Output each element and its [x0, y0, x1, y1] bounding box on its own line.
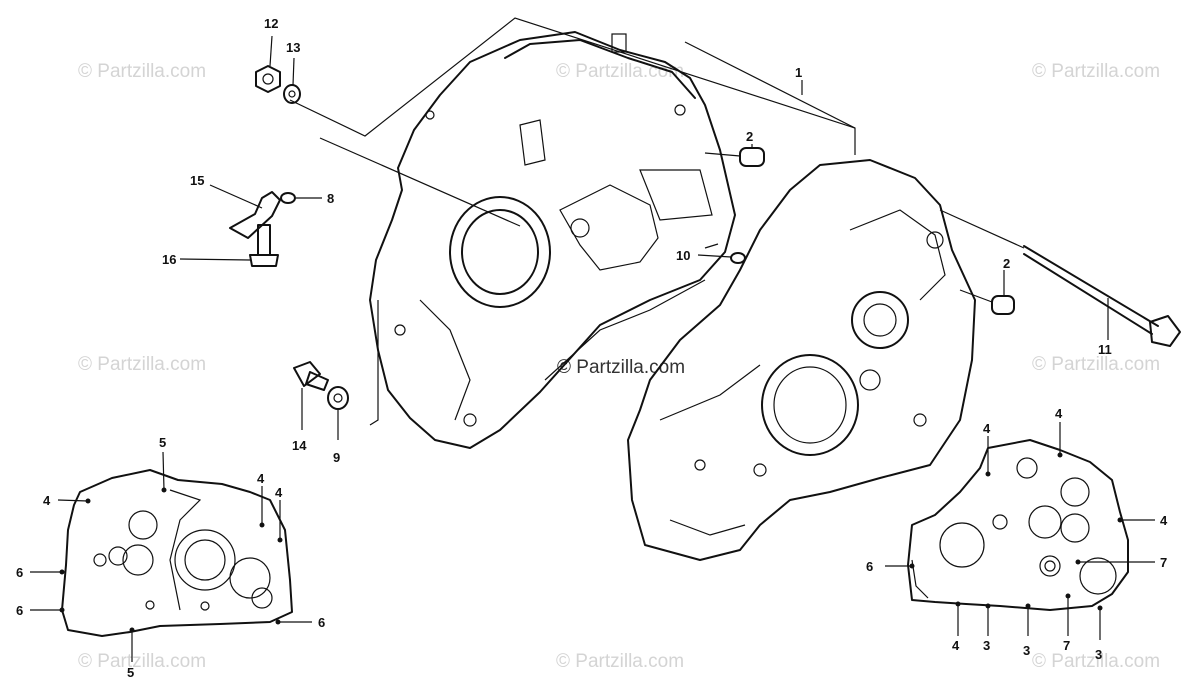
washer-13 — [283, 57, 301, 104]
bolt-16 — [179, 224, 279, 267]
left-crankcase-half — [369, 31, 736, 449]
callout-2-upper: 2 — [746, 129, 753, 144]
watermark-center: © Partzilla.com — [557, 357, 685, 378]
watermark-top-center: © Partzilla.com — [556, 61, 684, 82]
o-ring-8 — [280, 192, 322, 204]
right-crankcase-gasket — [907, 439, 1129, 611]
watermark-top-right: © Partzilla.com — [1032, 61, 1160, 82]
callout-labels: 1 2 2 12 13 15 8 16 10 11 14 9 5 4 4 4 6… — [16, 16, 1168, 680]
callout-3-mid: 3 — [1023, 643, 1030, 658]
callout-7-bottom: 7 — [1063, 638, 1070, 653]
watermark-mid-right: © Partzilla.com — [1032, 354, 1160, 375]
callout-6-upper-left: 6 — [16, 565, 23, 580]
callout-4-left: 4 — [43, 493, 51, 508]
callout-9: 9 — [333, 450, 340, 465]
callout-4-gasket-bottom: 4 — [952, 638, 960, 653]
callout-15: 15 — [190, 173, 204, 188]
callout-14: 14 — [292, 438, 307, 453]
callout-6-lower-left: 6 — [16, 603, 23, 618]
callout-6-right: 6 — [318, 615, 325, 630]
callout-1: 1 — [795, 65, 802, 80]
dowel-pin-lower — [959, 270, 1015, 315]
callout-3-right: 3 — [1095, 647, 1102, 662]
watermark-top-left: © Partzilla.com — [78, 61, 206, 82]
callout-4-gasket-upper-left: 4 — [983, 421, 991, 436]
watermark-bottom-center: © Partzilla.com — [556, 651, 684, 672]
callout-12: 12 — [264, 16, 278, 31]
washer-9 — [327, 300, 379, 440]
callout-2-lower: 2 — [1003, 256, 1010, 271]
drain-bolt-14 — [293, 361, 329, 430]
callout-5-bottom: 5 — [127, 665, 134, 680]
callout-4-mid: 4 — [257, 471, 265, 486]
crankcase-bracket — [289, 17, 856, 227]
o-ring-10 — [697, 243, 746, 264]
callout-6-gasket-left: 6 — [866, 559, 873, 574]
callout-4-right: 4 — [275, 485, 283, 500]
callout-5-top: 5 — [159, 435, 166, 450]
callout-11: 11 — [1098, 342, 1112, 357]
leader-lines — [30, 80, 1155, 662]
callout-10: 10 — [676, 248, 690, 263]
watermark-layer: © Partzilla.com © Partzilla.com © Partzi… — [78, 61, 1160, 672]
callout-4-gasket-right: 4 — [1160, 513, 1168, 528]
nut-12 — [255, 35, 281, 93]
right-crankcase-half — [627, 159, 976, 561]
callout-7-right: 7 — [1160, 555, 1167, 570]
callout-4-gasket-top: 4 — [1055, 406, 1063, 421]
breather-fitting-15 — [209, 184, 281, 239]
long-bolt-11 — [939, 209, 1181, 347]
callout-8: 8 — [327, 191, 334, 206]
dowel-pin-upper — [704, 144, 765, 167]
callout-3-left: 3 — [983, 638, 990, 653]
callout-16: 16 — [162, 252, 176, 267]
left-crankcase-gasket — [61, 469, 293, 637]
watermark-bottom-left: © Partzilla.com — [78, 651, 206, 672]
watermark-mid-left: © Partzilla.com — [78, 354, 206, 375]
watermark-bottom-right: © Partzilla.com — [1032, 651, 1160, 672]
callout-13: 13 — [286, 40, 300, 55]
